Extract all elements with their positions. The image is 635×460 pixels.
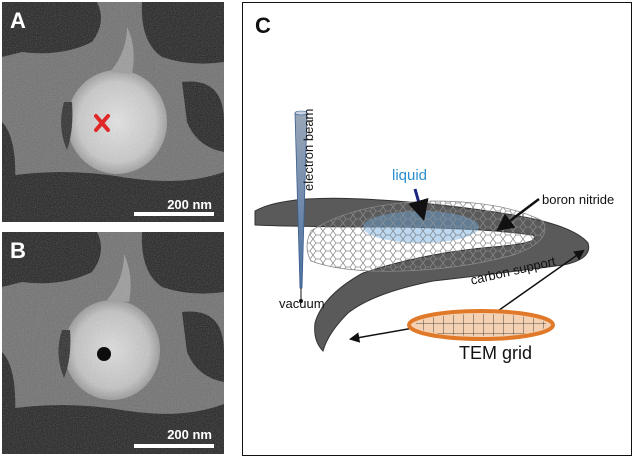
schematic-panel-c: C electron beam liquid boron nitride car…	[242, 2, 632, 456]
panel-letter-c: C	[255, 13, 271, 38]
scale-label-b: 200 nm	[167, 427, 212, 442]
electron-beam	[294, 110, 308, 303]
tem-grid-icon	[407, 309, 555, 341]
x-marker-icon	[94, 114, 110, 132]
micrograph-panel-a: A 200 nm	[2, 2, 224, 222]
scale-label-a: 200 nm	[167, 197, 212, 212]
electron-beam-label: electron beam	[301, 108, 316, 191]
grid-to-support-arrow-right	[494, 249, 585, 314]
vacuum-label: vacuum	[279, 296, 325, 311]
liquid-arrow	[408, 188, 429, 222]
panel-letter-b: B	[10, 238, 26, 263]
micrograph-panel-b: B 200 nm	[2, 232, 224, 454]
micrograph-image-a	[2, 2, 224, 222]
schematic-drawing	[254, 110, 590, 352]
boron-nitride-label: boron nitride	[542, 192, 615, 207]
liquid-label: liquid	[392, 167, 428, 184]
boron-nitride-arrow	[496, 198, 540, 232]
scale-bar-a	[134, 212, 214, 216]
scale-bar-b	[134, 444, 214, 448]
beam-hole	[97, 347, 111, 361]
liquid-pocket	[363, 211, 479, 243]
micrograph-image-b	[2, 232, 224, 454]
panel-letter-a: A	[10, 8, 26, 33]
tem-grid-label: TEM grid	[459, 343, 533, 363]
